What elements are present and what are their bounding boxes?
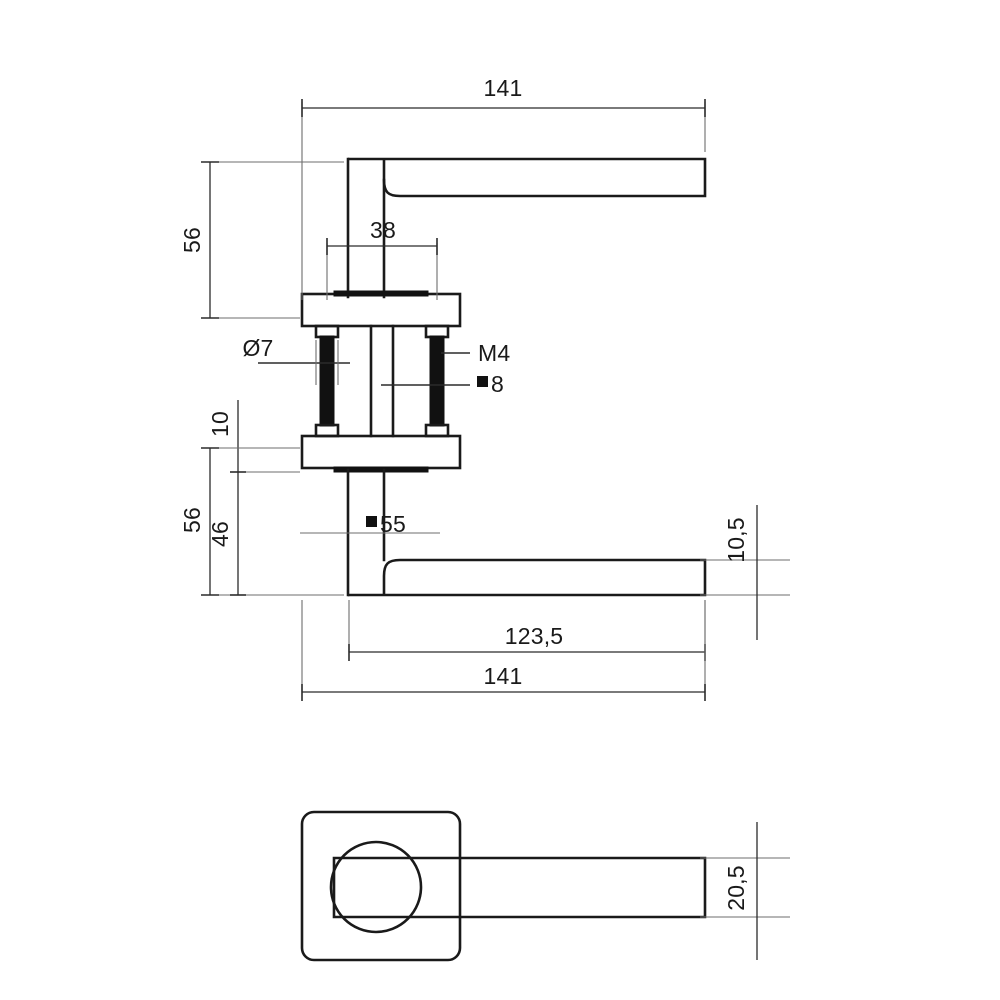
upper-lever-arm [346,157,707,299]
top-rosette-seat-strip [333,290,429,297]
bolt-right-nut [424,423,450,438]
bottom-rosette-body [300,434,462,470]
dimension-label-141-bottom: 141 [484,663,523,689]
bolt-left-nut [314,423,340,438]
dimension-56-lower: 56 [179,447,344,596]
dimension-10-5: 10,5 [700,505,790,640]
dimension-20-5: 20,5 [700,822,790,960]
dimension-56-upper: 56 [179,161,344,319]
dimension-141-bottom: 141 [301,600,706,701]
dimension-label-56-lower: 56 [179,507,205,533]
dimension-141-top: 141 [301,75,706,300]
dimension-label-56-upper: 56 [179,227,205,253]
bolt-left-shank [319,335,335,427]
bolt-right-shank [429,335,445,427]
top-rosette-body [300,292,462,328]
callout-spindle-8: 8 [381,371,504,397]
bolt-right-head [424,324,450,339]
dimension-label-m4: M4 [478,340,510,366]
plan-lever-arm [332,856,707,919]
plan-view: 20,5 [300,810,790,962]
upper-lever-outline [348,157,707,198]
dimension-label-46: 46 [207,521,233,547]
dimension-label-55: 55 [380,511,406,537]
dimension-label-d7: Ø7 [242,335,273,361]
square-marker-55 [366,516,377,527]
bottom-rosette-seat-strip [333,466,429,473]
dimension-38: 38 [326,217,438,300]
dimension-label-8: 8 [491,371,504,397]
dimension-label-123-5: 123,5 [505,623,564,649]
connecting-bolt-left [314,324,340,438]
dimension-label-141-top: 141 [484,75,523,101]
dimension-label-10-5: 10,5 [723,517,749,563]
top-rosette-plate [300,290,462,328]
upper-lever-neck [346,157,386,299]
plan-square-rosette [300,810,462,962]
dimension-label-10: 10 [207,411,233,437]
dimension-10-gap: 10 [207,400,300,473]
callout-hole-diameter: Ø7 [242,335,350,385]
front-elevation-view: 141 56 38 [179,75,790,701]
callout-rosette-55: 55 [300,511,440,537]
square-marker-8 [477,376,488,387]
bolt-left-head [314,324,340,339]
callout-thread-m4: M4 [441,340,510,366]
lower-lever-outline [348,558,707,597]
dimension-label-20-5: 20,5 [723,865,749,911]
square-spindle [369,324,395,438]
plan-circular-collar [329,840,423,934]
dimension-123-5: 123,5 [348,600,706,661]
dimension-46: 46 [207,471,344,596]
connecting-bolt-right [424,324,450,438]
dimension-label-38: 38 [370,217,396,243]
bottom-rosette-plate [300,434,462,473]
